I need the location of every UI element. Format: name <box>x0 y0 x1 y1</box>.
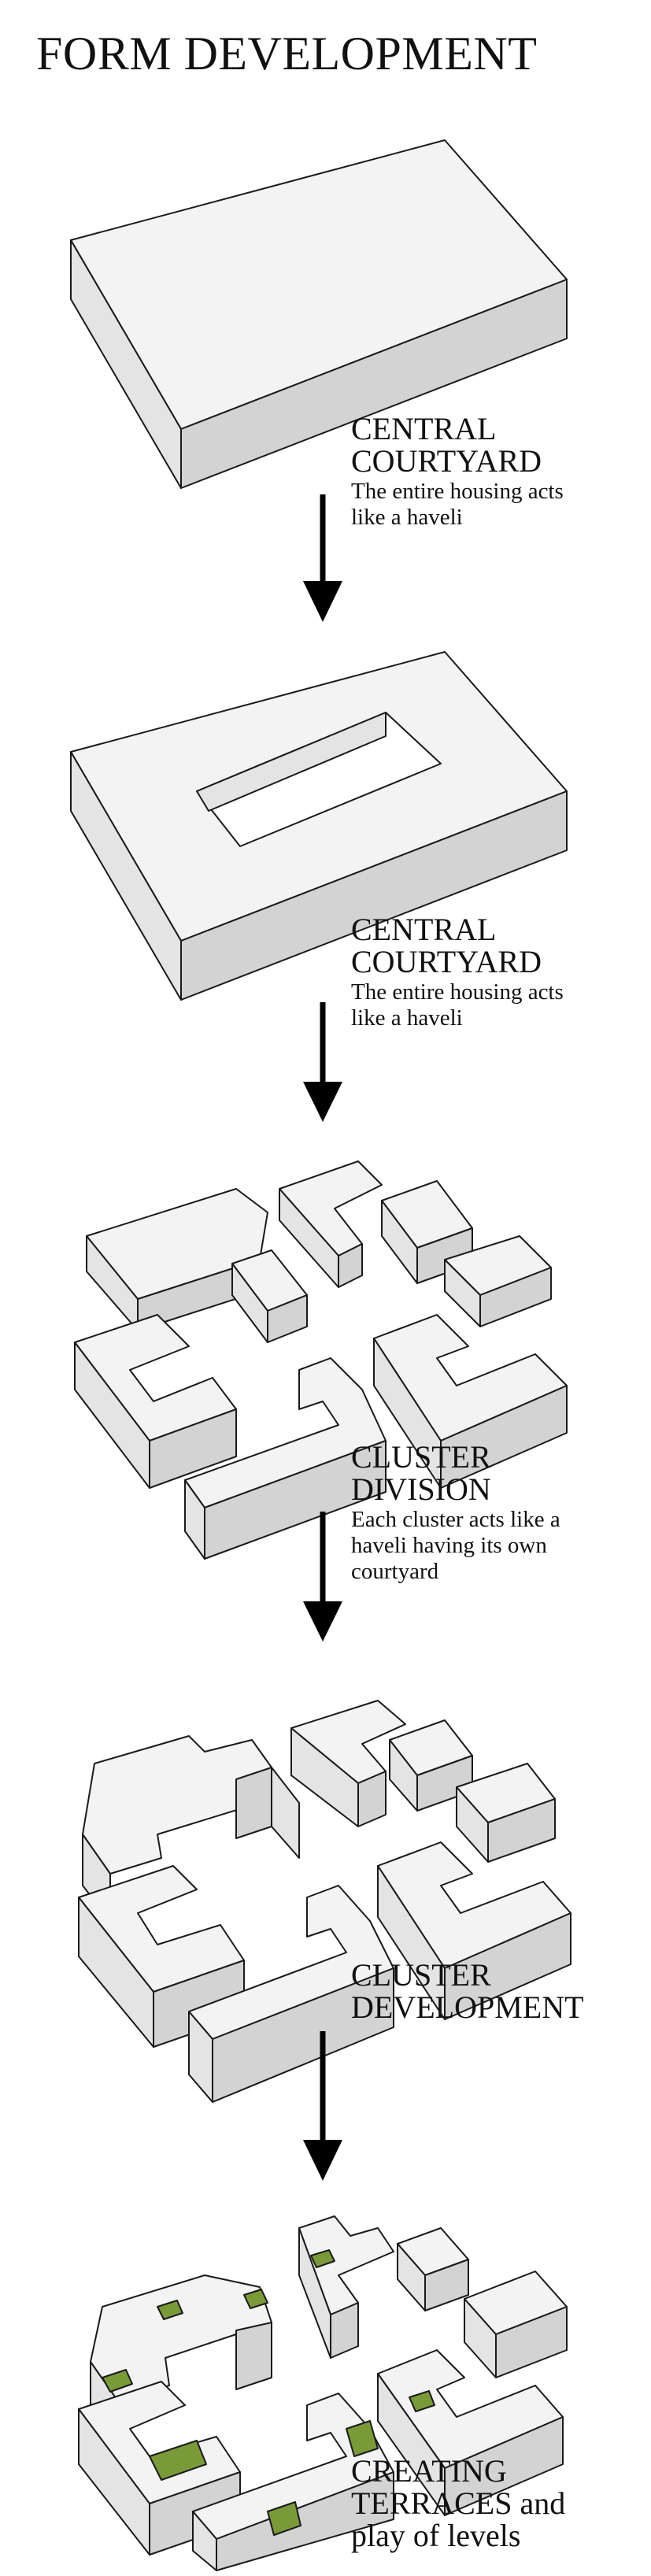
stage-3-label: CLUSTER DIVISION Each cluster acts like … <box>351 1441 560 1585</box>
diagram-title: FORM DEVELOPMENT <box>36 28 538 80</box>
arrow-head-4 <box>303 2140 342 2181</box>
stage-1-label: CENTRAL COURTYARD The entire housing act… <box>351 413 564 531</box>
arrow-head-2 <box>303 1082 342 1122</box>
stage-3-heading: CLUSTER DIVISION <box>351 1439 491 1507</box>
stage-2-heading: CENTRAL COURTYARD <box>351 912 542 979</box>
terraces-model <box>78 2215 568 2571</box>
terrace-green-patch <box>267 2501 301 2536</box>
terrace-green-patch <box>157 2300 183 2320</box>
terrace-green-patch <box>243 2289 268 2309</box>
arrow-head-1 <box>303 581 342 622</box>
terrace-green-patch <box>149 2440 207 2481</box>
stage-4-heading: CLUSTER DEVELOPMENT <box>351 1957 584 2025</box>
arrow-head-3 <box>303 1601 342 1641</box>
solid-slab-model <box>70 139 568 489</box>
cluster-division-model <box>74 1160 568 1560</box>
stage-2-label: CENTRAL COURTYARD The entire housing act… <box>351 913 564 1031</box>
stage-4-label: CLUSTER DEVELOPMENT <box>351 1959 584 2023</box>
stage-5-label: CREATING TERRACES and play of levels <box>351 2455 565 2552</box>
stage-1-caption: The entire housing acts like a haveli <box>351 479 564 530</box>
terrace-green-patch <box>409 2390 435 2412</box>
cluster-development-model <box>78 1700 571 2103</box>
courtyard-inner-wall <box>196 712 387 812</box>
stage-3-caption: Each cluster acts like a haveli having i… <box>351 1507 560 1584</box>
stage-1-heading: CENTRAL COURTYARD <box>351 411 542 479</box>
stage-2-caption: The entire housing acts like a haveli <box>351 979 564 1031</box>
terrace-green-patch <box>346 2420 379 2457</box>
terrace-green-patch <box>310 2249 335 2268</box>
courtyard-slab-model <box>70 651 568 1001</box>
terrace-green-patch <box>102 2369 133 2393</box>
stage-5-heading: CREATING TERRACES and play of levels <box>351 2453 566 2553</box>
